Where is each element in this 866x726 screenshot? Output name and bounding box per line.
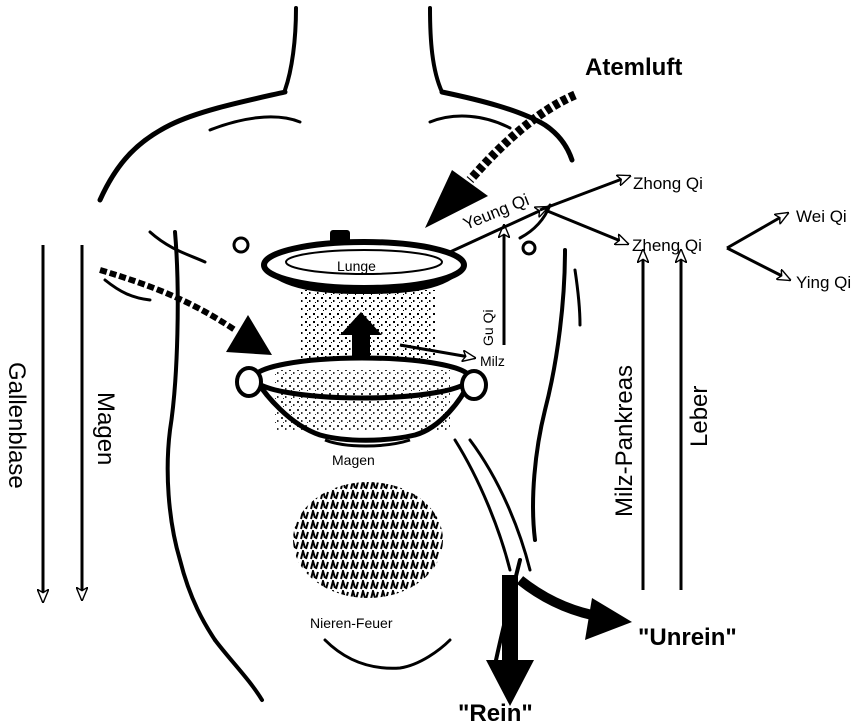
label-gu-qi: Gu Qi: [480, 309, 496, 346]
food-in-arrow: [100, 270, 272, 355]
label-gallenblase: Gallenblase: [3, 362, 30, 489]
label-wei-qi: Wei Qi: [796, 207, 847, 226]
label-unrein: "Unrein": [638, 624, 737, 651]
label-milz-pankreas: Milz-Pankreas: [611, 365, 638, 517]
label-zheng-qi: Zheng Qi: [632, 236, 702, 255]
label-milz: Milz: [480, 353, 505, 369]
magen-pot: [237, 358, 486, 446]
label-leber: Leber: [686, 386, 713, 447]
label-nieren-feuer: Nieren-Feuer: [310, 615, 393, 631]
nieren-feuer-flames: [293, 482, 443, 598]
label-magen-side: Magen: [92, 392, 119, 465]
label-lunge: Lunge: [337, 258, 376, 274]
label-magen-pot: Magen: [332, 452, 375, 468]
label-rein: "Rein": [458, 700, 533, 726]
label-ying-qi: Ying Qi: [796, 273, 851, 292]
label-atemluft: Atemluft: [585, 54, 682, 81]
label-zhong-qi: Zhong Qi: [633, 174, 703, 193]
left-down-arrows: [43, 245, 82, 602]
exit-arrows: [455, 440, 632, 706]
